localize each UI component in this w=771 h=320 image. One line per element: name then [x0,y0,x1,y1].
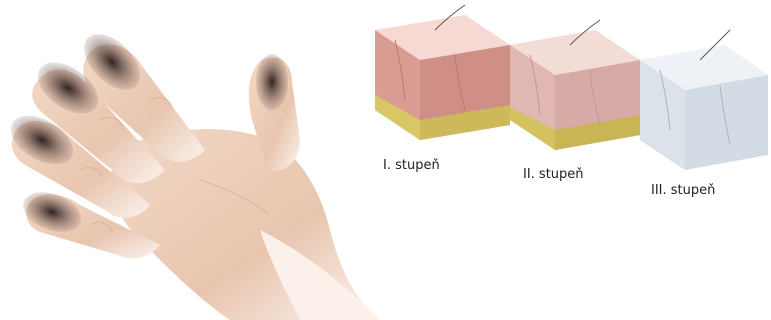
label-degree-1: I. stupeň [383,158,440,173]
frostbitten-hand-illustration [0,0,380,320]
skin-section-degree-2 [500,15,645,155]
skin-section-degree-1 [365,0,515,145]
label-degree-2: II. stupeň [523,167,584,182]
skin-section-degree-3 [630,25,771,175]
label-degree-3: III. stupeň [651,183,715,198]
